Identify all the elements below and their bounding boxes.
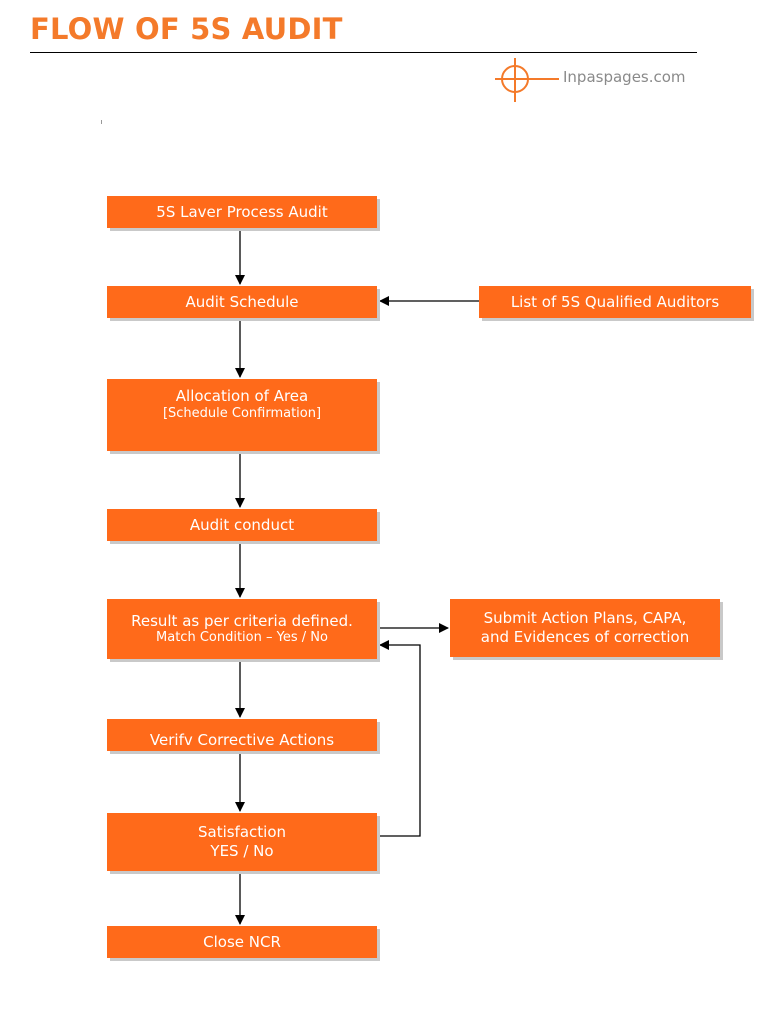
result-criteria-box: Result as per criteria defined. Match Co…: [107, 599, 377, 659]
loop-back-arrow: [378, 640, 421, 837]
audit-schedule-box: Audit Schedule: [107, 286, 377, 318]
audit-conduct-box: Audit conduct: [107, 509, 377, 541]
qualified-auditors-label: List of 5S Qualified Auditors: [510, 292, 720, 311]
qualified-auditors-box: List of 5S Qualified Auditors: [479, 286, 751, 318]
allocation-subtitle: [Schedule Confirmation]: [162, 405, 322, 421]
logo-text: Inpaspages.com: [563, 68, 686, 86]
stray-mark: [101, 120, 102, 124]
action-plans-line2: and Evidences of correction: [480, 628, 690, 646]
verify-corrective-actions-box: Verifv Corrective Actions: [107, 719, 377, 751]
result-subtitle: Match Condition – Yes / No: [156, 630, 328, 646]
allocation-title: Allocation of Area: [175, 387, 309, 405]
action-plans-line1: Submit Action Plans, CAPA,: [483, 609, 687, 628]
satisfaction-subtitle: YES / No: [210, 842, 274, 860]
crosshair-icon: [495, 58, 559, 102]
close-ncr-box: Close NCR: [107, 926, 377, 958]
layer-process-audit-box: 5S Laver Process Audit: [107, 196, 377, 228]
satisfaction-box: Satisfaction YES / No: [107, 813, 377, 871]
satisfaction-title: Satisfaction: [197, 823, 287, 842]
audit-conduct-label: Audit conduct: [189, 515, 295, 534]
verify-label: Verifv Corrective Actions: [149, 730, 335, 749]
page-title: FLOW OF 5S AUDIT: [30, 12, 343, 46]
audit-schedule-label: Audit Schedule: [185, 292, 299, 311]
close-ncr-label: Close NCR: [203, 932, 281, 951]
result-title: Result as per criteria defined.: [131, 611, 353, 630]
action-plans-box: Submit Action Plans, CAPA, and Evidences…: [450, 599, 720, 657]
title-divider: [30, 52, 697, 53]
allocation-of-area-box: Allocation of Area [Schedule Confirmatio…: [107, 379, 377, 451]
layer-process-audit-label: 5S Laver Process Audit: [156, 202, 328, 221]
